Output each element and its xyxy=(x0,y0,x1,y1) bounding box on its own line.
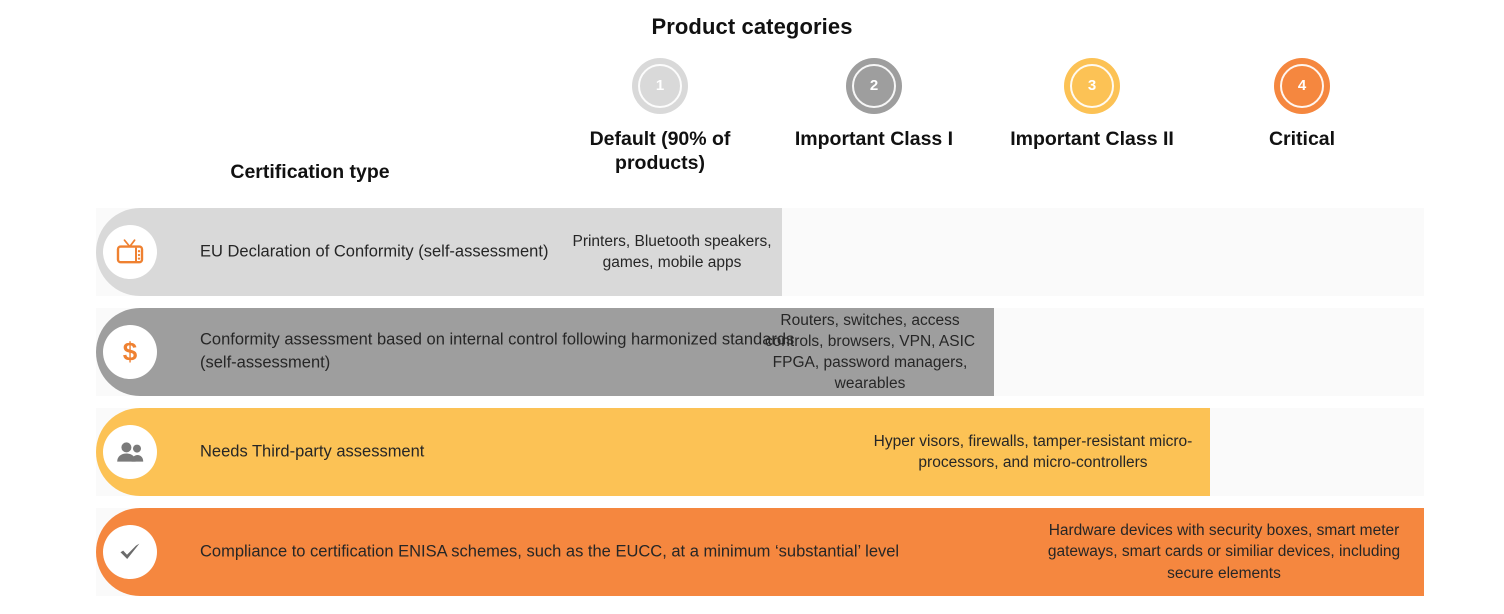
badge-ring-icon xyxy=(1280,64,1324,108)
badge-ring-icon xyxy=(852,64,896,108)
category-badge-1: 1 xyxy=(632,58,688,114)
category-badge-number-3: 3 xyxy=(1087,77,1097,94)
checkmark-icon xyxy=(120,543,140,559)
row-icon-3 xyxy=(103,425,157,479)
row-bar-4 xyxy=(96,508,1424,596)
category-badge-number-1: 1 xyxy=(655,77,665,94)
badge-ring-icon xyxy=(638,64,682,108)
television-icon xyxy=(116,239,144,264)
category-badge-2: 2 xyxy=(846,58,902,114)
category-badge-number-2: 2 xyxy=(869,77,879,94)
row-label-2: Conformity assessment based on internal … xyxy=(200,330,795,372)
row-icon-4 xyxy=(103,525,157,579)
category-column-1: 1 Default (90% of products) xyxy=(550,58,770,176)
category-label-2: Important Class I xyxy=(794,128,954,150)
category-column-2: 2 Important Class I xyxy=(764,58,984,152)
category-column-4: 4 Critical xyxy=(1192,58,1412,152)
category-label-1: Default (90% of products) xyxy=(589,128,731,174)
dollar-sign-icon: $ xyxy=(123,337,138,367)
row-bar-1 xyxy=(96,208,782,296)
row-bar-2 xyxy=(96,308,994,396)
category-column-3: 3 Important Class II xyxy=(982,58,1202,152)
category-header-band: Certification type 1 Default (90% of pro… xyxy=(0,58,1504,198)
row-icon-2: $ xyxy=(103,325,157,379)
row-label-4: Compliance to certification ENISA scheme… xyxy=(200,542,900,561)
row-label-1: EU Declaration of Conformity (self-asses… xyxy=(200,242,549,261)
table-row: EU Declaration of Conformity (self-asses… xyxy=(96,208,1424,296)
row-cell-2-category-2: Routers, switches, access controls, brow… xyxy=(764,311,976,393)
category-badge-4: 4 xyxy=(1274,58,1330,114)
table-row: Compliance to certification ENISA scheme… xyxy=(96,508,1424,596)
row-icon-1 xyxy=(103,225,157,279)
row-cell-3-category-3: Hyper visors, firewalls, tamper-resistan… xyxy=(873,432,1193,471)
table-row: Needs Third-party assessment Hyper visor… xyxy=(96,408,1424,496)
badge-ring-icon xyxy=(1070,64,1114,108)
svg-text:$: $ xyxy=(123,337,138,367)
category-badge-3: 3 xyxy=(1064,58,1120,114)
category-label-3: Important Class II xyxy=(1010,128,1174,150)
row-cell-4-category-4: Hardware devices with security boxes, sm… xyxy=(1047,522,1401,582)
page-title: Product categories xyxy=(651,14,853,39)
row-bar-3 xyxy=(96,408,1210,496)
certification-type-header: Certification type xyxy=(230,161,390,183)
category-label-4: Critical xyxy=(1268,128,1336,150)
table-row: $ Conformity assessment based on interna… xyxy=(96,308,1424,396)
row-cell-1-category-1: Printers, Bluetooth speakers, games, mob… xyxy=(572,232,772,271)
row-label-3: Needs Third-party assessment xyxy=(200,442,425,461)
category-badge-number-4: 4 xyxy=(1297,77,1307,94)
people-icon xyxy=(117,442,144,462)
